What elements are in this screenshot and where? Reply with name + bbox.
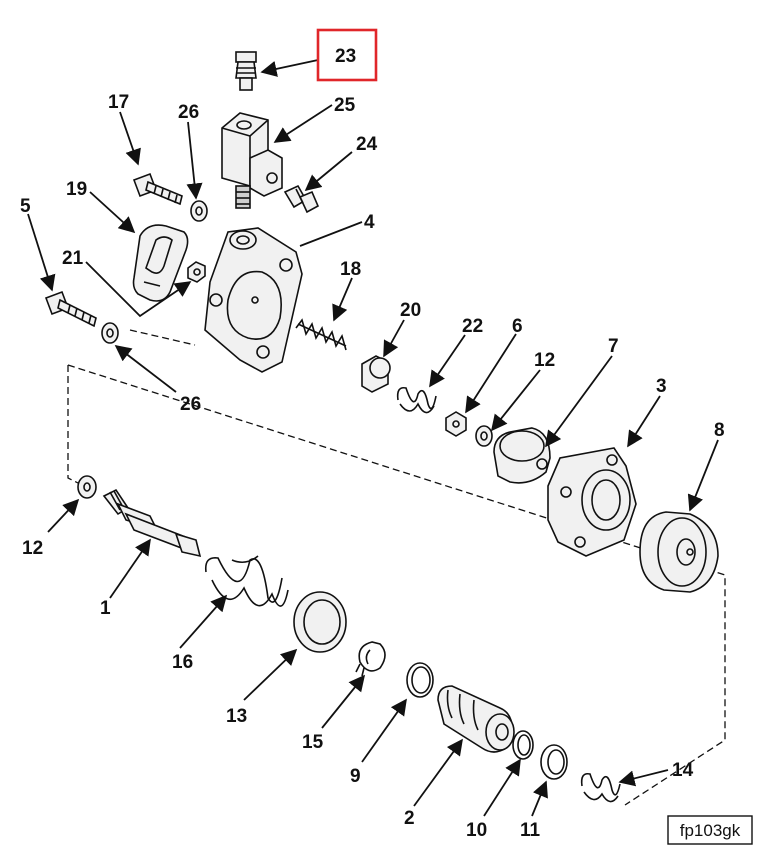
part-21-nut (187, 261, 206, 283)
figure-id: fp103gk (667, 815, 753, 845)
callout-15: 15 (302, 732, 324, 753)
callout-20: 20 (400, 300, 421, 321)
callout-6: 6 (512, 316, 523, 337)
callout-18: 18 (340, 259, 361, 280)
callout-9: 9 (350, 766, 361, 787)
part-19-clip (132, 224, 189, 302)
part-16-spring (204, 555, 289, 607)
callout-12-right: 12 (534, 350, 555, 371)
callout-7: 7 (608, 336, 619, 357)
callout-21: 21 (62, 248, 84, 269)
callout-4: 4 (364, 212, 375, 233)
part-17-screw (132, 172, 183, 206)
part-3-housing (547, 447, 637, 557)
callout-11: 11 (520, 820, 541, 841)
assembly-guide-lines (67, 329, 726, 806)
part-20-piston (361, 355, 391, 393)
callout-3: 3 (656, 376, 667, 397)
callout-25: 25 (334, 95, 356, 116)
callout-19: 19 (66, 179, 87, 200)
figure-id-text: fp103gk (680, 821, 741, 840)
callout-labels: 23 25 24 17 26 19 5 4 21 18 20 22 6 7 12… (20, 46, 725, 841)
part-26-washer-upper (190, 200, 208, 222)
highlight-box (316, 28, 378, 82)
part-1-shaft (102, 488, 202, 558)
part-10-o-ring (512, 730, 534, 760)
callout-13: 13 (226, 706, 247, 727)
part-8-seal (639, 511, 719, 593)
part-26-washer-lower (101, 322, 119, 344)
callout-24: 24 (356, 134, 378, 155)
callout-22: 22 (462, 316, 483, 337)
part-13-ring (293, 591, 347, 653)
part-18-spring (295, 318, 347, 351)
part-4-cover-plate (204, 227, 303, 373)
callout-2: 2 (404, 808, 415, 829)
callout-12-left: 12 (22, 538, 43, 559)
part-6-nut (445, 411, 467, 437)
part-7-cap (493, 427, 551, 484)
part-12-washer-left (77, 475, 97, 499)
part-12-washer-right (475, 425, 493, 447)
part-22-spring (396, 386, 437, 414)
part-9-o-ring (406, 662, 434, 698)
callout-16: 16 (172, 652, 193, 673)
callout-23: 23 (335, 46, 356, 67)
callout-26-lower: 26 (180, 394, 201, 415)
part-5-screw (44, 290, 97, 328)
leader-lines (27, 59, 719, 817)
callout-5: 5 (20, 196, 31, 217)
part-15-snap-ring (355, 641, 386, 677)
callout-17: 17 (108, 92, 129, 113)
callout-1: 1 (100, 598, 111, 619)
part-23-fitting (235, 51, 257, 91)
part-2-spool (437, 685, 515, 753)
part-25-tee-block (221, 112, 283, 209)
callout-8: 8 (714, 420, 725, 441)
part-11-ring (540, 744, 568, 780)
callout-10: 10 (466, 820, 487, 841)
callout-26-upper: 26 (178, 102, 199, 123)
callout-14: 14 (672, 760, 694, 781)
part-14-spring (580, 772, 621, 803)
part-24-fitting (283, 184, 320, 214)
